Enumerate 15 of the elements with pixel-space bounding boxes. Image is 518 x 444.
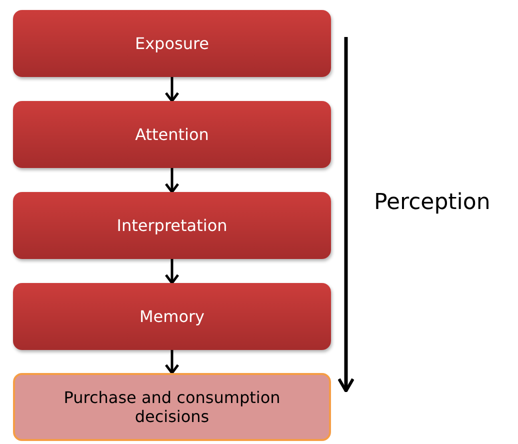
arrow <box>164 168 180 194</box>
box-label: Exposure <box>134 34 210 53</box>
process-box <box>13 10 331 77</box>
arrow <box>164 77 180 102</box>
process-box <box>13 192 331 259</box>
outcome-box <box>13 373 331 441</box>
axis-label: Perception <box>374 190 490 215</box>
box-label: Interpretation <box>116 216 228 235</box>
process-box <box>13 101 331 168</box>
box-label: Memory <box>139 307 205 326</box>
arrow <box>164 350 180 374</box>
box-label: Attention <box>135 125 209 144</box>
arrow <box>164 259 180 284</box>
process-box <box>13 283 331 350</box>
box-label: Purchase and consumption decisions <box>62 388 282 426</box>
